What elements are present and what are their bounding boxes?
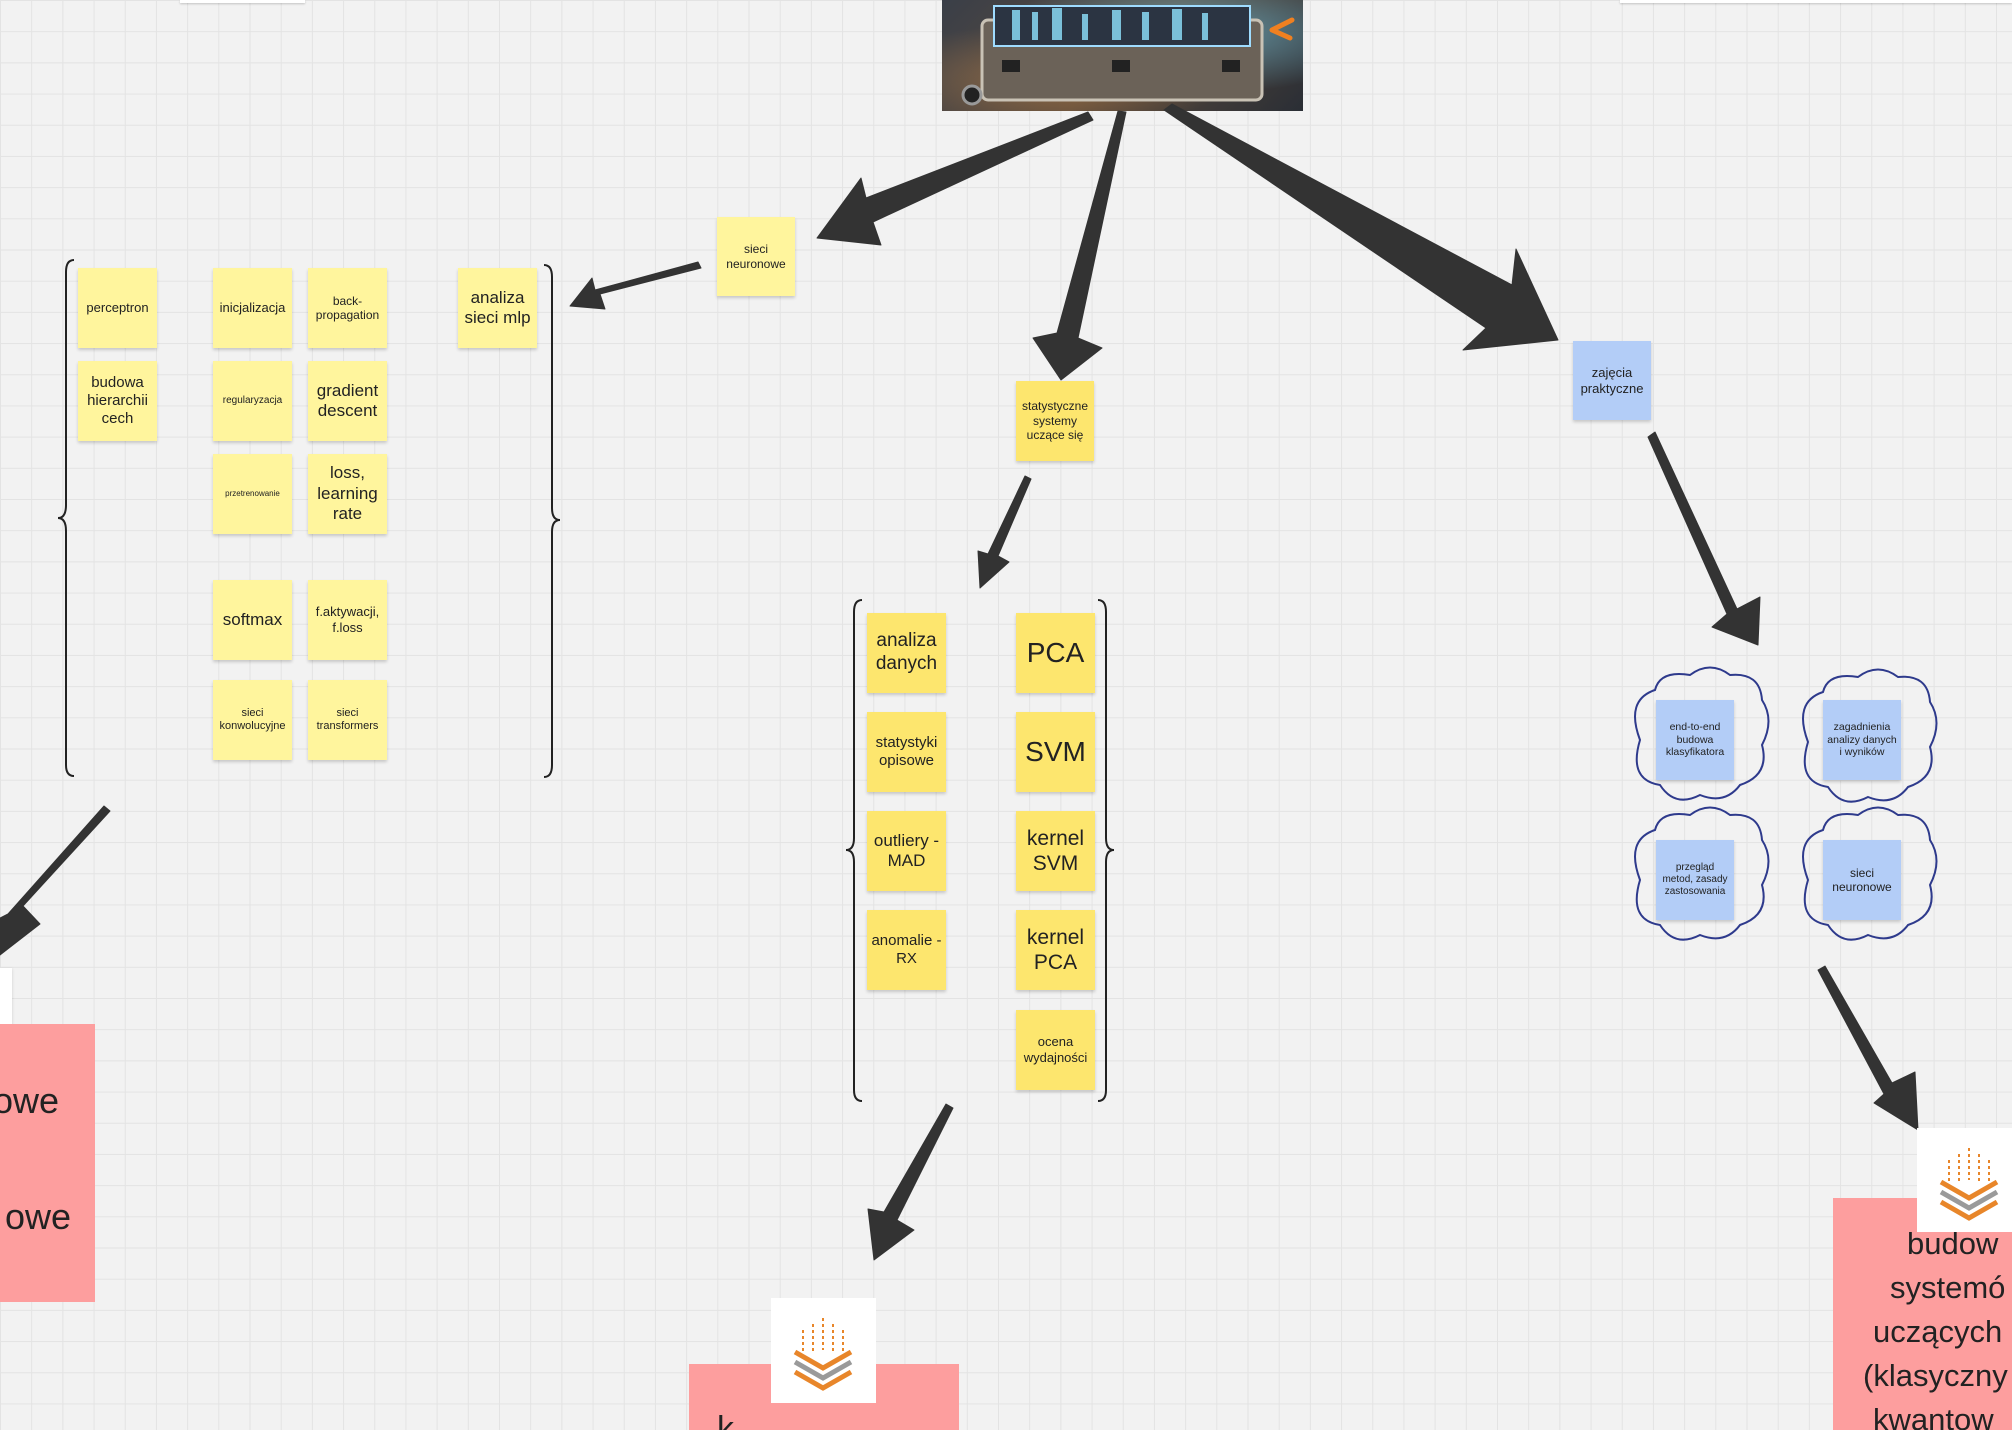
arrow-to-center-card: [867, 1103, 954, 1261]
pink-card-right-line5: kwantow: [1873, 1402, 1994, 1430]
layered-chevron-logo-icon: [793, 1318, 853, 1391]
arrow-to-left-card: [0, 805, 111, 956]
note-sieci-transformers[interactable]: sieci transformers: [308, 680, 387, 760]
note-kernel-svm[interactable]: kernel SVM: [1016, 811, 1095, 891]
logo-card-right[interactable]: [1917, 1128, 2012, 1232]
note-softmax[interactable]: softmax: [213, 580, 292, 660]
note-budowa-hierarchii[interactable]: budowa hierarchii cech: [78, 361, 157, 441]
note-statystyczne[interactable]: statystyczne systemy uczące się: [1016, 381, 1094, 461]
note-sieci-neuronowe[interactable]: sieci neuronowe: [717, 217, 795, 296]
toolbox-illustration: [961, 5, 1295, 106]
partial-card-top-right[interactable]: [1620, 0, 2012, 3]
note-f-aktywacji[interactable]: f.aktywacji, f.loss: [308, 580, 387, 660]
note-przeglad-metod[interactable]: przegląd metod, zasady zastosowania: [1656, 840, 1734, 920]
arrow-to-zajecia: [1163, 103, 1559, 351]
arrow-to-clouds: [1647, 431, 1761, 646]
left-brace-close: [543, 264, 561, 778]
note-ocena-wydajnosci[interactable]: ocena wydajności: [1016, 1010, 1095, 1090]
note-back-propagation[interactable]: back-propagation: [308, 268, 387, 348]
pink-card-right-line3: uczących: [1873, 1314, 2003, 1349]
stat-brace-close: [1097, 599, 1115, 1102]
left-brace-open: [57, 259, 75, 777]
note-zagadnienia[interactable]: zagadnienia analizy danych i wyników: [1823, 700, 1901, 780]
stat-brace-open: [845, 599, 863, 1102]
pink-card-left-line2: owe: [4, 1196, 71, 1237]
note-zajecia-praktyczne[interactable]: zajęcia praktyczne: [1573, 341, 1651, 420]
note-perceptron[interactable]: perceptron: [78, 268, 157, 348]
cloud-zagadnienia: [1802, 668, 1938, 803]
pink-card-left-line1: owe: [0, 1080, 59, 1121]
arrow-to-right-card: [1817, 965, 1919, 1131]
note-outliery-mad[interactable]: outliery - MAD: [867, 811, 946, 891]
note-pca[interactable]: PCA: [1016, 613, 1095, 693]
layered-chevron-logo-icon: [1939, 1148, 1999, 1221]
note-gradient-descent[interactable]: gradient descent: [308, 361, 387, 441]
note-anomalie-rx[interactable]: anomalie - RX: [867, 910, 946, 990]
cloud-przeglad: [1634, 806, 1770, 941]
arrow-to-left-group: [569, 261, 702, 310]
pink-card-left[interactable]: owe owe: [0, 1024, 95, 1302]
pink-card-right[interactable]: budow systemó uczących (klasyczny kwanto…: [1833, 1198, 2012, 1430]
note-sieci-neuronowe-cloud[interactable]: sieci neuronowe: [1823, 840, 1901, 920]
note-kernel-pca[interactable]: kernel PCA: [1016, 910, 1095, 990]
note-statystyki-opisowe[interactable]: statystyki opisowe: [867, 712, 946, 792]
note-sieci-konwolucyjne[interactable]: sieci konwolucyjne: [213, 680, 292, 760]
note-inicjalizacja[interactable]: inicjalizacja: [213, 268, 292, 348]
arrow-to-stat-group: [977, 475, 1032, 589]
note-end-to-end[interactable]: end-to-end budowa klasyfikatora: [1656, 700, 1734, 780]
cloud-end-to-end: [1634, 666, 1770, 801]
note-loss-learning-rate[interactable]: loss, learning rate: [308, 454, 387, 534]
note-analiza-sieci-mlp[interactable]: analiza sieci mlp: [458, 268, 537, 348]
partial-card-top-left[interactable]: [180, 0, 305, 3]
arrow-to-sieci-neuronowe: [816, 111, 1094, 246]
note-svm[interactable]: SVM: [1016, 712, 1095, 792]
cloud-sieci-neuronowe: [1802, 806, 1938, 941]
pink-card-right-line4: (klasyczny: [1863, 1358, 2008, 1393]
pink-card-right-line2: systemó: [1890, 1270, 2006, 1305]
note-przetrenowanie[interactable]: przetrenowanie: [213, 454, 292, 534]
pink-card-center-text: k: [717, 1410, 734, 1430]
logo-card-center[interactable]: [771, 1298, 876, 1403]
note-analiza-danych[interactable]: analiza danych: [867, 613, 946, 693]
arrow-to-statystyczne: [1032, 110, 1127, 381]
toolbox-photo-icon[interactable]: [942, 0, 1303, 111]
note-regularyzacja[interactable]: regularyzacja: [213, 361, 292, 441]
